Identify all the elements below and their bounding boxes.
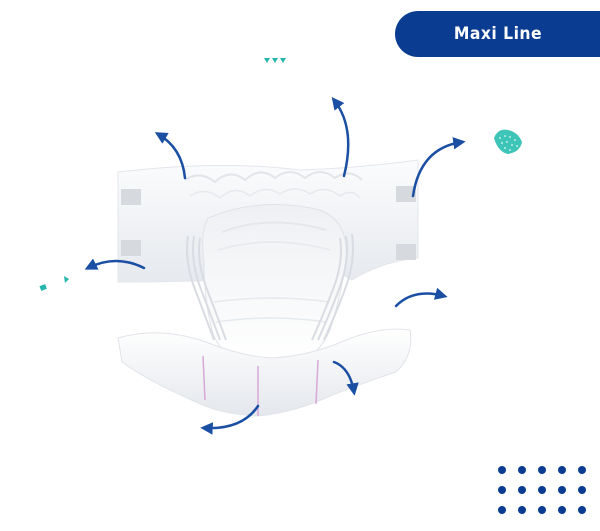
product-line-badge: Maxi Line [395,11,600,57]
absorbent-core [202,204,347,363]
leg-cuffs [186,233,354,341]
absorbent-granule-icon [494,129,522,154]
diaper-front-panel [117,328,412,417]
fastening-tabs [121,186,416,260]
badge-label: Maxi Line [453,24,542,44]
teal-particle-icon [39,276,69,291]
dot-pattern-icon [498,466,586,514]
teal-particle-icon [264,58,286,63]
curved-arrow-icon [84,97,466,435]
